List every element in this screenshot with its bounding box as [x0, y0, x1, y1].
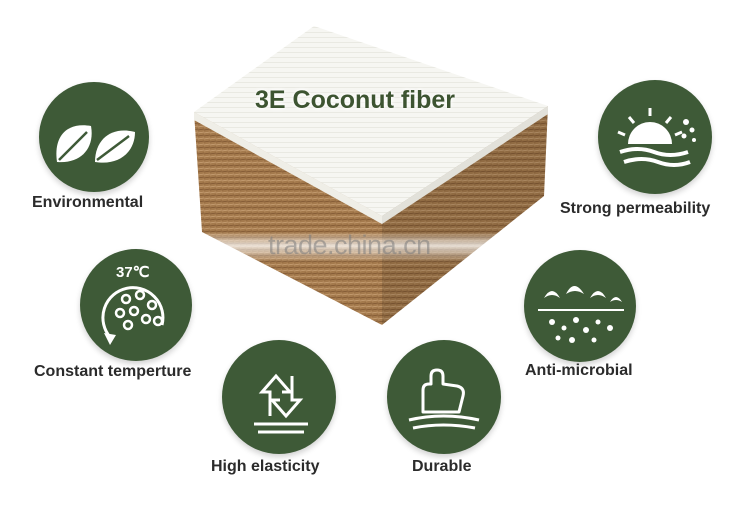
feature-antimicrobial-circle [524, 250, 636, 362]
hand-press-icon [408, 368, 480, 430]
feature-environmental-circle [39, 82, 149, 192]
leaves-icon [56, 125, 135, 163]
feature-durable-circle [387, 340, 501, 454]
mattress-block-image [186, 20, 556, 330]
breathing-icon [617, 108, 696, 167]
feature-elasticity-label: High elasticity [211, 458, 320, 475]
product-title: 3E Coconut fiber [255, 86, 456, 114]
feature-permeability-circle [598, 80, 712, 194]
feature-elasticity-circle [222, 340, 336, 454]
feature-permeability-label: Strong permeability [560, 200, 711, 217]
temperature-value: 37℃ [116, 264, 150, 281]
feature-temperature-circle: 37℃ [80, 249, 192, 361]
feature-durable-label: Durable [412, 458, 472, 475]
feature-environmental-label: Environmental [32, 194, 144, 211]
elasticity-arrows-icon [254, 373, 308, 434]
watermark-text: trade.china.cn [268, 230, 431, 260]
thermometer-dots-icon [101, 286, 165, 345]
feature-antimicrobial-label: Anti-microbial [525, 362, 633, 379]
feature-temperature-label: Constant temperture [34, 363, 192, 380]
microbe-icon [538, 286, 624, 343]
